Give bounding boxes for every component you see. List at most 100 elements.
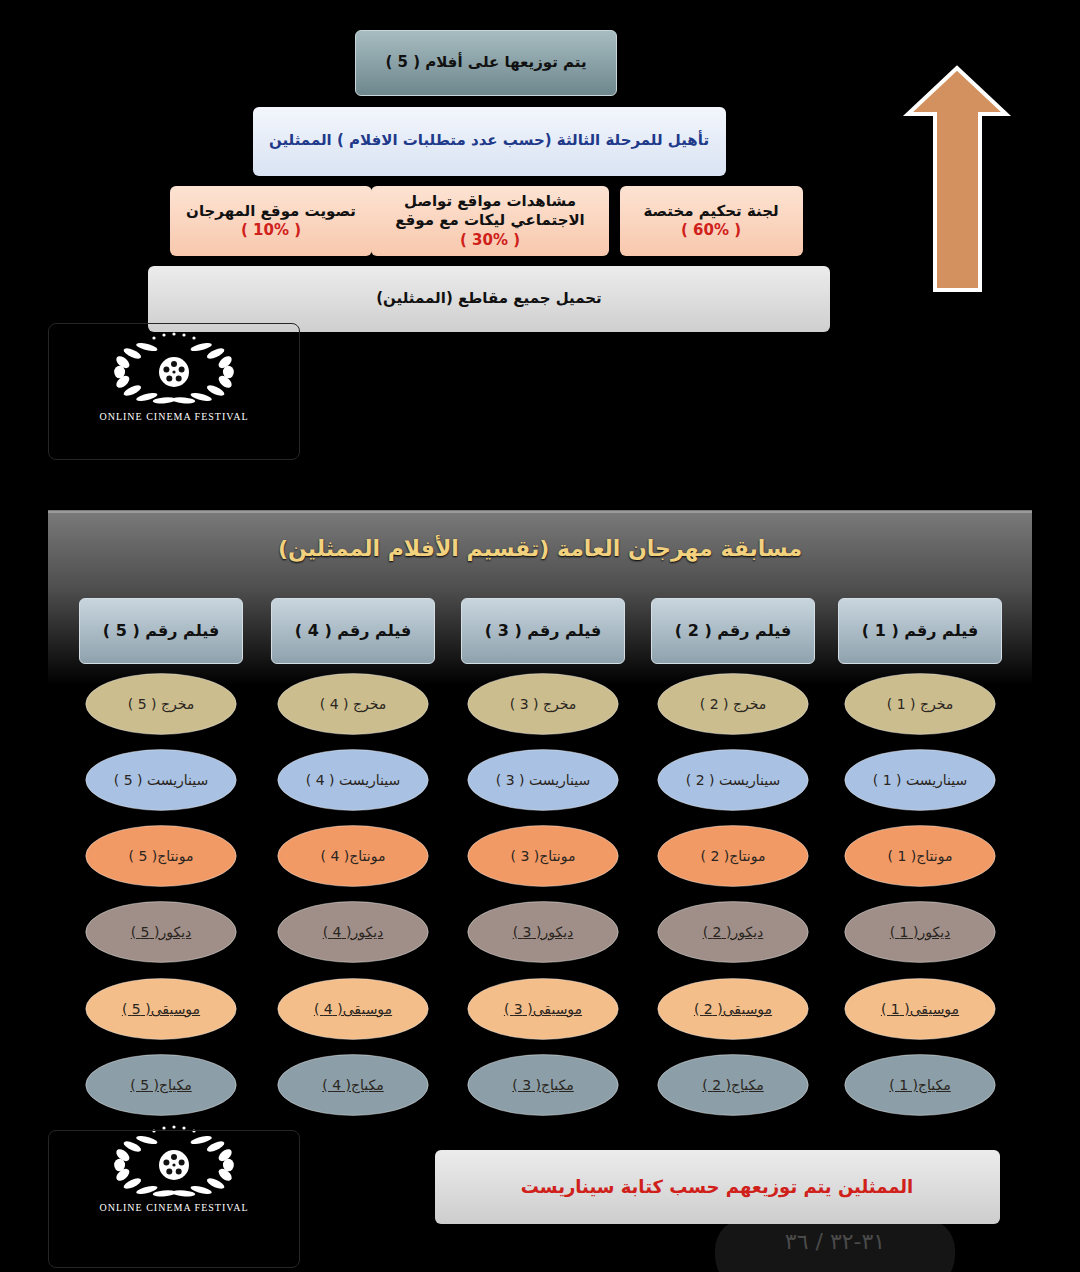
role-ellipse: مخرج ( 2 ): [657, 673, 809, 735]
ellipse-outline: [86, 902, 236, 963]
node-text: ديكور( 2 ): [703, 923, 764, 941]
film-header: فيلم رقم ( 3 ): [461, 598, 625, 664]
role-ellipse: موسيقى( 3 ): [467, 978, 619, 1040]
node-text: مخرج ( 5 ): [128, 695, 195, 713]
role-ellipse: مونتاج( 1 ): [844, 825, 996, 887]
node-text: تحميل جميع مقاطع (الممثلين): [376, 289, 601, 309]
node-text: فيلم رقم ( 1 ): [862, 621, 978, 642]
ellipse-outline: [86, 750, 236, 811]
node-text: مونتاج( 4 ): [321, 847, 386, 865]
ellipse-outline: [845, 674, 995, 735]
role-ellipse: موسيقى( 5 ): [85, 978, 237, 1040]
page-number: ٣١-٣٢ / ٣٦: [725, 1229, 945, 1254]
role-ellipse: مكياج( 2 ): [657, 1054, 809, 1116]
node-text: موسيقى( 3 ): [504, 1000, 582, 1018]
role-ellipse: مونتاج( 4 ): [277, 825, 429, 887]
logo-box: ONLINE CINEMA FESTIVAL: [48, 323, 300, 460]
node-text: مونتاج( 3 ): [511, 847, 576, 865]
role-ellipse: مخرج ( 3 ): [467, 673, 619, 735]
qualification-box: تأهيل للمرحلة الثالثة (حسب عدد متطلبات ا…: [253, 107, 726, 176]
node-text: موسيقى( 1 ): [881, 1000, 959, 1018]
role-ellipse: موسيقى( 1 ): [844, 978, 996, 1040]
role-ellipse: ديكور( 5 ): [85, 901, 237, 963]
node-text: ONLINE CINEMA FESTIVAL: [99, 1201, 248, 1214]
node-text: ديكور( 4 ): [323, 923, 384, 941]
node-text: مشاهدات مواقع تواصل الاجتماعي ليكات مع م…: [381, 192, 599, 231]
role-ellipse: مونتاج( 2 ): [657, 825, 809, 887]
node-text: ONLINE CINEMA FESTIVAL: [99, 410, 248, 423]
ellipse-outline: [278, 1055, 428, 1116]
role-ellipse: مخرج ( 5 ): [85, 673, 237, 735]
node-text: مخرج ( 3 ): [510, 695, 577, 713]
ellipse-outline: [86, 674, 236, 735]
ellipse-outline: [278, 826, 428, 887]
note-box: الممثلين يتم توزيعهم حسب كتابة سيناريست: [435, 1150, 1000, 1224]
role-ellipse: سيناريست ( 2 ): [657, 749, 809, 811]
role-ellipse: سيناريست ( 1 ): [844, 749, 996, 811]
node-text: مخرج ( 4 ): [320, 695, 387, 713]
role-ellipse: موسيقى( 2 ): [657, 978, 809, 1040]
ellipse-outline: [845, 826, 995, 887]
role-ellipse: مكياج( 5 ): [85, 1054, 237, 1116]
criteria-box: تصويت موقع المهرجان( 10% ): [170, 186, 372, 256]
node-text: مكياج( 1 ): [889, 1076, 951, 1094]
section-title: مسابقة مهرجان العامة (تقسيم الأفلام المم…: [48, 536, 1032, 561]
role-ellipse: سيناريست ( 5 ): [85, 749, 237, 811]
role-ellipse: مخرج ( 4 ): [277, 673, 429, 735]
node-text: الممثلين يتم توزيعهم حسب كتابة سيناريست: [521, 1175, 913, 1198]
festival-emblem: [114, 332, 235, 404]
node-text: مكياج( 4 ): [322, 1076, 384, 1094]
ellipse-outline: [468, 1055, 618, 1116]
ellipse-outline: [468, 826, 618, 887]
node-text: موسيقى( 2 ): [694, 1000, 772, 1018]
node-text: مكياج( 3 ): [512, 1076, 574, 1094]
node-text: فيلم رقم ( 3 ): [485, 621, 601, 642]
ellipse-outline: [278, 750, 428, 811]
role-ellipse: مونتاج( 3 ): [467, 825, 619, 887]
film-header: فيلم رقم ( 1 ): [838, 598, 1002, 664]
ellipse-outline: [845, 902, 995, 963]
node-text: ديكور( 1 ): [890, 923, 951, 941]
role-ellipse: مونتاج( 5 ): [85, 825, 237, 887]
result-box: يتم توزيعها على أفلام ( 5 ): [355, 30, 617, 96]
criteria-box: مشاهدات مواقع تواصل الاجتماعي ليكات مع م…: [371, 186, 609, 256]
role-ellipse: ديكور( 3 ): [467, 901, 619, 963]
role-ellipse: مخرج ( 1 ): [844, 673, 996, 735]
role-ellipse: مكياج( 4 ): [277, 1054, 429, 1116]
up-arrow: [908, 68, 1006, 290]
ellipse-outline: [658, 902, 808, 963]
film-header: فيلم رقم ( 4 ): [271, 598, 435, 664]
node-text: سيناريست ( 4 ): [306, 771, 401, 789]
ellipse-outline: [86, 979, 236, 1040]
ellipse-outline: [468, 750, 618, 811]
ellipse-outline: [278, 979, 428, 1040]
node-text: ( 60% ): [681, 221, 741, 241]
node-text: موسيقى( 5 ): [122, 1000, 200, 1018]
ellipse-outline: [658, 979, 808, 1040]
node-text: مونتاج( 1 ): [888, 847, 953, 865]
ellipse-outline: [845, 979, 995, 1040]
node-text: ديكور( 5 ): [131, 923, 192, 941]
ellipse-outline: [278, 674, 428, 735]
node-text: موسيقى( 4 ): [314, 1000, 392, 1018]
node-text: تأهيل للمرحلة الثالثة (حسب عدد متطلبات ا…: [269, 131, 709, 151]
node-text: مكياج( 2 ): [702, 1076, 764, 1094]
node-text: ( 30% ): [460, 231, 520, 251]
node-text: فيلم رقم ( 2 ): [675, 621, 791, 642]
ellipse-outline: [658, 1055, 808, 1116]
role-ellipse: سيناريست ( 4 ): [277, 749, 429, 811]
film-header: فيلم رقم ( 5 ): [79, 598, 243, 664]
role-ellipse: مكياج( 3 ): [467, 1054, 619, 1116]
node-text: مخرج ( 2 ): [700, 695, 767, 713]
ellipse-outline: [658, 750, 808, 811]
node-text: تصويت موقع المهرجان: [186, 202, 356, 222]
section-band: [48, 510, 1032, 685]
ellipse-outline: [845, 750, 995, 811]
page-number-pill: [715, 1218, 955, 1272]
role-ellipse: ديكور( 4 ): [277, 901, 429, 963]
ellipse-outline: [86, 1055, 236, 1116]
criteria-box: لجنة تحكيم مختصة( 60% ): [620, 186, 803, 256]
node-text: ( 10% ): [241, 221, 301, 241]
ellipse-outline: [658, 674, 808, 735]
role-ellipse: سيناريست ( 3 ): [467, 749, 619, 811]
